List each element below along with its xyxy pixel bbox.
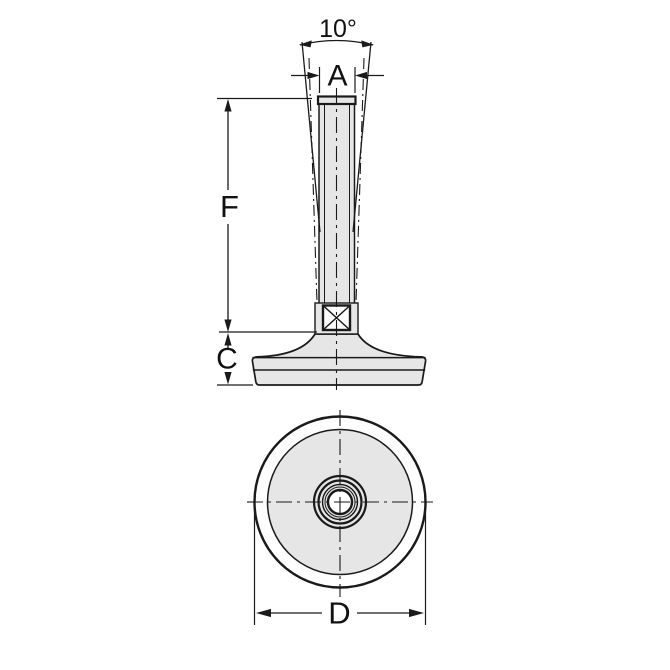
f-arrow-bottom [224,319,232,332]
base-foot-outline [251,333,427,386]
side-view: 10° A F C [216,15,427,390]
angle-dimension: 10° [299,15,374,48]
a-extension-ticks [318,67,356,93]
tilt-angle-label: 10° [319,15,357,43]
tilt-axis-right-dashdot [355,57,365,304]
base-diameter-dimension: D [253,503,427,631]
a-arrow-right [355,71,367,80]
stud-diameter-dimension: A [291,60,384,93]
base-height-label: C [216,343,238,376]
thread-diameter-label: A [327,60,347,93]
tilt-axis-left-dashdot [308,57,318,304]
tilt-cone-left-line [301,41,321,233]
base-height-dimension: C [216,333,253,386]
bottom-view: D [247,410,433,631]
thread-length-label: F [220,189,239,224]
f-arrow-top [224,99,232,112]
ball-socket-cross [322,304,351,331]
stud-length-dimension: F [217,97,317,333]
tilt-cone-right-line [352,41,372,233]
a-arrow-left [307,71,320,80]
c-arrow-bottom [224,372,232,385]
d-arrow-right [409,608,424,618]
d-arrow-left [256,608,271,618]
c-arrow-top [224,333,232,346]
angle-arrow-right [361,40,374,48]
angle-arrow-left [299,40,312,48]
base-diameter-label: D [328,596,350,631]
